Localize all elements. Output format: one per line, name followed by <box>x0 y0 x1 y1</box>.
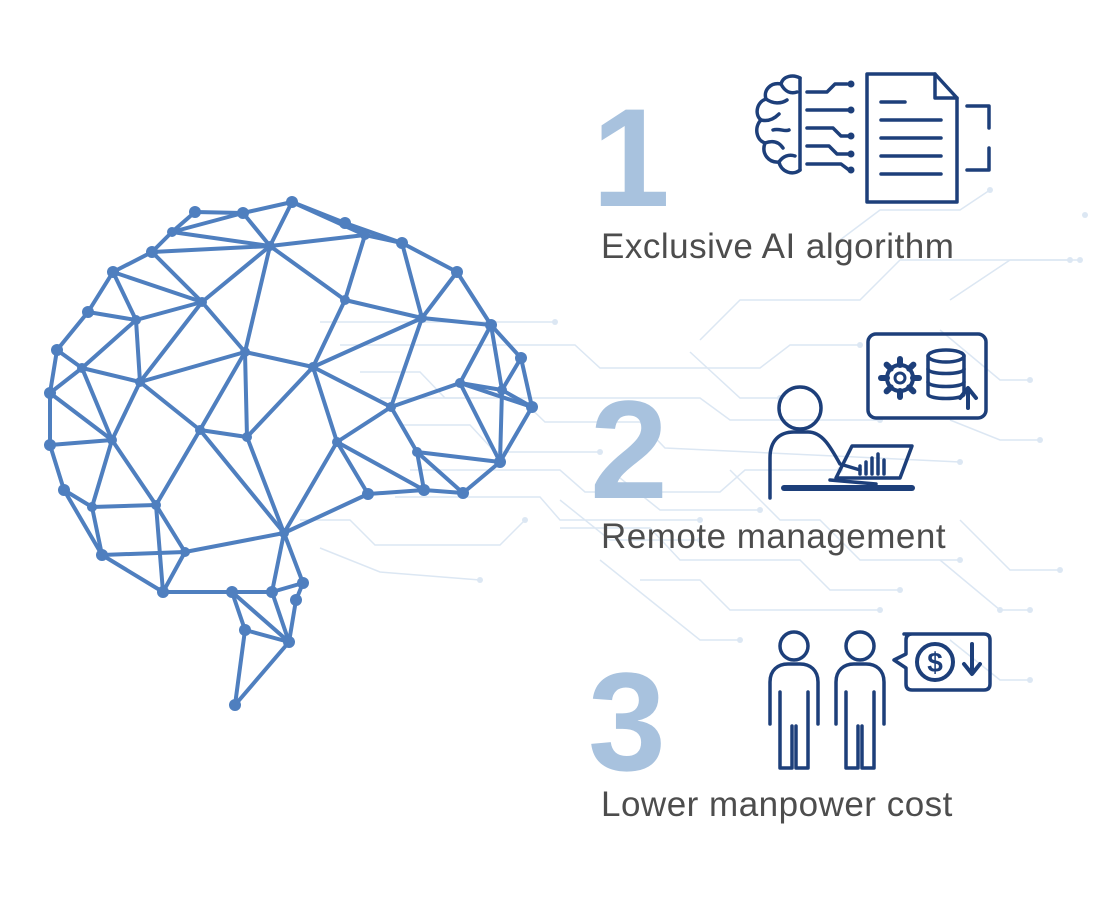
feature-label-1: Exclusive AI algorithm <box>601 227 955 266</box>
svg-text:$: $ <box>927 647 943 678</box>
feature-number-3: 3 <box>588 643 666 800</box>
cost-reduction-icon: $ <box>768 630 992 770</box>
feature-number-2: 2 <box>590 371 668 528</box>
remote-management-icon <box>768 332 988 500</box>
feature-label-3: Lower manpower cost <box>601 785 953 824</box>
feature-number-1: 1 <box>592 79 670 236</box>
feature-label-2: Remote management <box>601 517 947 556</box>
ai-document-icon <box>755 72 991 204</box>
